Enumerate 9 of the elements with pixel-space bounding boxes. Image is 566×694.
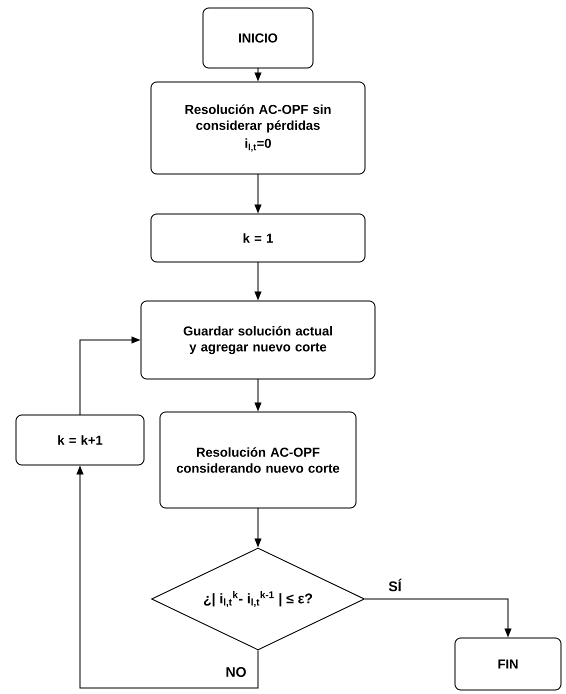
process-box: k = k+1: [16, 414, 144, 466]
edge-label: NO: [224, 666, 248, 678]
process-box: Guardar solución actual y agregar nuevo corte: [140, 300, 376, 380]
process-box: FIN: [454, 638, 562, 690]
edge-label: SÍ: [387, 578, 403, 592]
process-box: k = 1: [150, 214, 366, 262]
process-box: Resolución AC-OPF considerando nuevo corte: [160, 412, 356, 508]
process-box: INICIO: [202, 8, 314, 68]
process-box: Resolución AC-OPF sin considerar pérdidas i$_{l,t}$=0: [150, 82, 366, 174]
